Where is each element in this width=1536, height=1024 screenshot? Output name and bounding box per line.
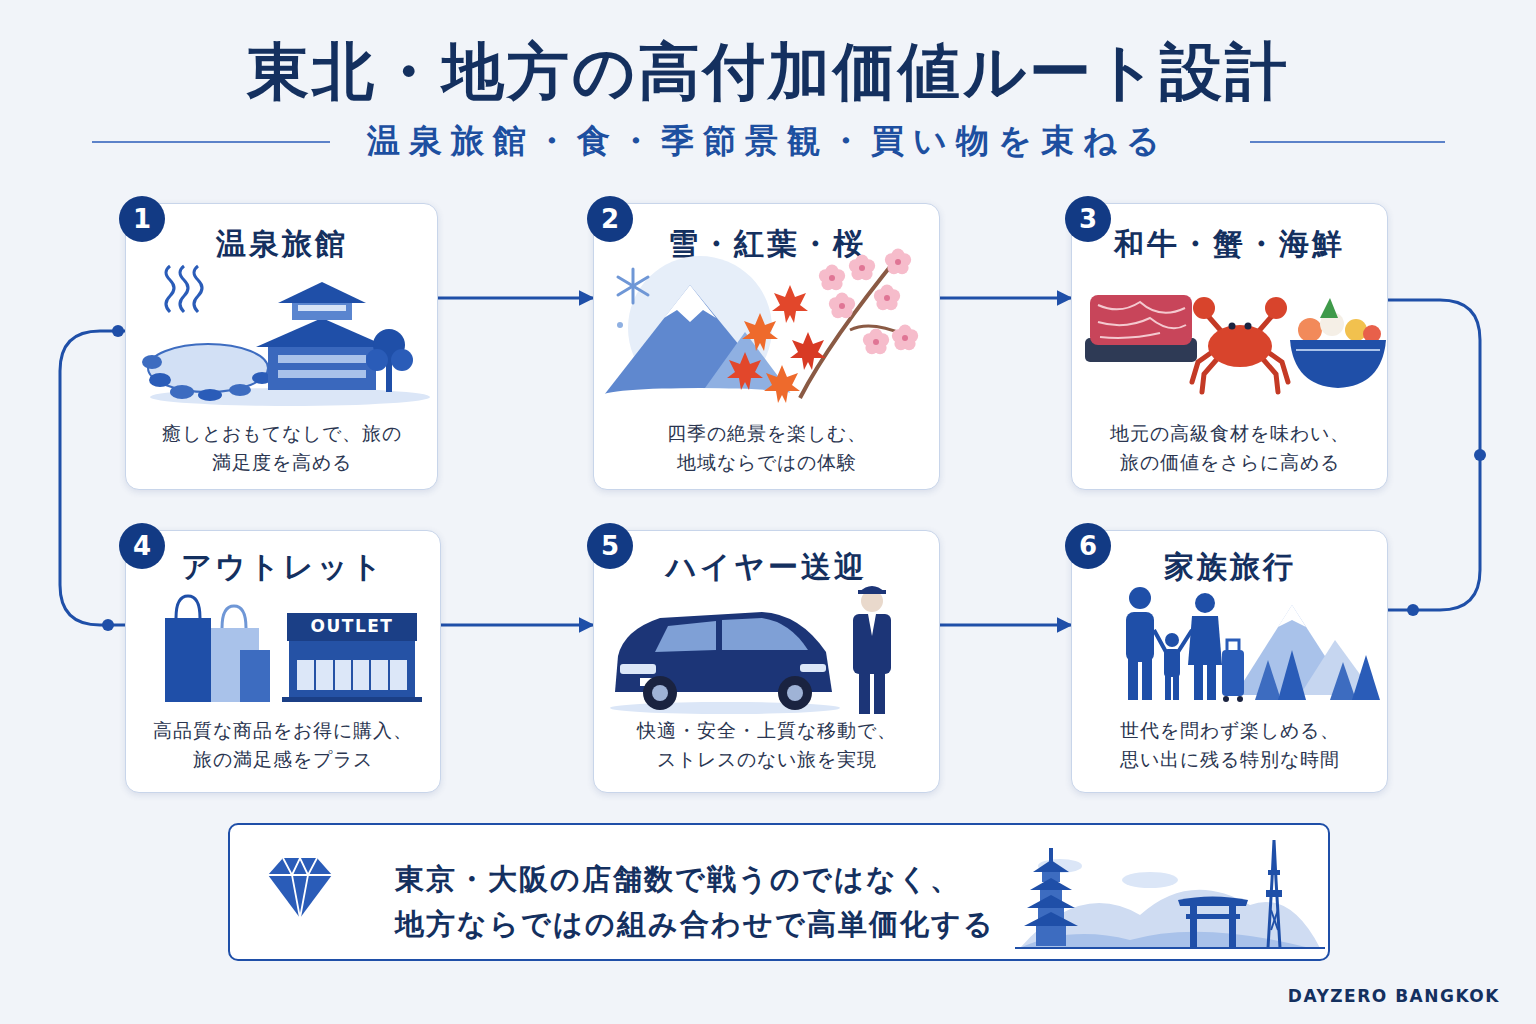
flow-connector [940, 625, 1071, 626]
step-card: アウトレット高品質な商品をお得に購入、 旅の満足感をプラス 4 [125, 530, 441, 793]
step-description: 快適・安全・上質な移動で、 ストレスのない旅を実現 [606, 717, 927, 774]
step-heading: 温泉旅館 [126, 224, 437, 265]
step-card: 温泉旅館癒しとおもてなしで、旅の 満足度を高める 1 [125, 203, 438, 490]
connector-line [1388, 300, 1480, 610]
callout-number: 3 [1079, 204, 1097, 234]
connector-dot [1474, 449, 1486, 461]
watermark: DAYZERO BANGKOK [1200, 986, 1500, 1006]
connector-line [438, 297, 593, 300]
connector-dot [102, 619, 114, 631]
callout-number: 2 [601, 204, 619, 234]
subtitle-rule [92, 141, 330, 143]
step-number-badge: 4 [119, 523, 165, 569]
flow-connector [940, 298, 1071, 299]
summary-box: 東京・大阪の店舗数で戦うのではなく、 地方ならではの組み合わせで高単価化する [228, 823, 1330, 961]
callout-number: 6 [1079, 531, 1097, 561]
step-number-badge: 6 [1065, 523, 1111, 569]
step-card: 雪・紅葉・桜四季の絶景を楽しむ、 地域ならではの体験 2 [593, 203, 940, 490]
flow-connector [60, 325, 125, 631]
step-number-badge: 1 [119, 196, 165, 242]
step-description: 世代を問わず楽しめる、 思い出に残る特別な時間 [1084, 717, 1375, 774]
connector-dot [112, 325, 124, 337]
step-heading: アウトレット [126, 547, 440, 588]
step-description: 四季の絶景を楽しむ、 地域ならではの体験 [606, 420, 927, 477]
step-heading: 雪・紅葉・桜 [594, 224, 939, 265]
sign-text: OUTLET [287, 616, 417, 636]
callout-number: 1 [133, 204, 151, 234]
step-heading: 家族旅行 [1072, 547, 1387, 588]
step-number-badge: 5 [587, 523, 633, 569]
connector-line [60, 331, 125, 625]
callout-number: 5 [601, 531, 619, 561]
connector-dot [1407, 604, 1419, 616]
step-number-badge: 2 [587, 196, 633, 242]
connector-line [940, 297, 1071, 300]
connector-line [940, 624, 1071, 627]
connector-line [441, 624, 593, 627]
subtitle-rule [1250, 141, 1445, 143]
step-number-badge: 3 [1065, 196, 1111, 242]
step-description: 癒しとおもてなしで、旅の 満足度を高める [138, 420, 425, 477]
diagram-subtitle: 温泉旅館・食・季節景観・買い物を束ねる [0, 119, 1536, 164]
step-heading: 和牛・蟹・海鮮 [1072, 224, 1387, 265]
step-card: 和牛・蟹・海鮮地元の高級食材を味わい、 旅の価値をさらに高める 3 [1071, 203, 1388, 490]
step-heading: ハイヤー送迎 [594, 547, 939, 588]
flow-connector [438, 298, 593, 299]
callout-number: 4 [133, 531, 151, 561]
flow-connector [1388, 300, 1486, 616]
step-card: 家族旅行世代を問わず楽しめる、 思い出に残る特別な時間 6 [1071, 530, 1388, 793]
step-description: 高品質な商品をお得に購入、 旅の満足感をプラス [138, 717, 428, 774]
flow-connector [441, 625, 593, 626]
summary-text: 東京・大阪の店舗数で戦うのではなく、 地方ならではの組み合わせで高単価化する [395, 857, 1045, 947]
step-description: 地元の高級食材を味わい、 旅の価値をさらに高める [1084, 420, 1375, 477]
step-card: ハイヤー送迎快適・安全・上質な移動で、 ストレスのない旅を実現 5 [593, 530, 940, 793]
diagram-title: 東北・地方の高付加価値ルート設計 [0, 30, 1536, 114]
